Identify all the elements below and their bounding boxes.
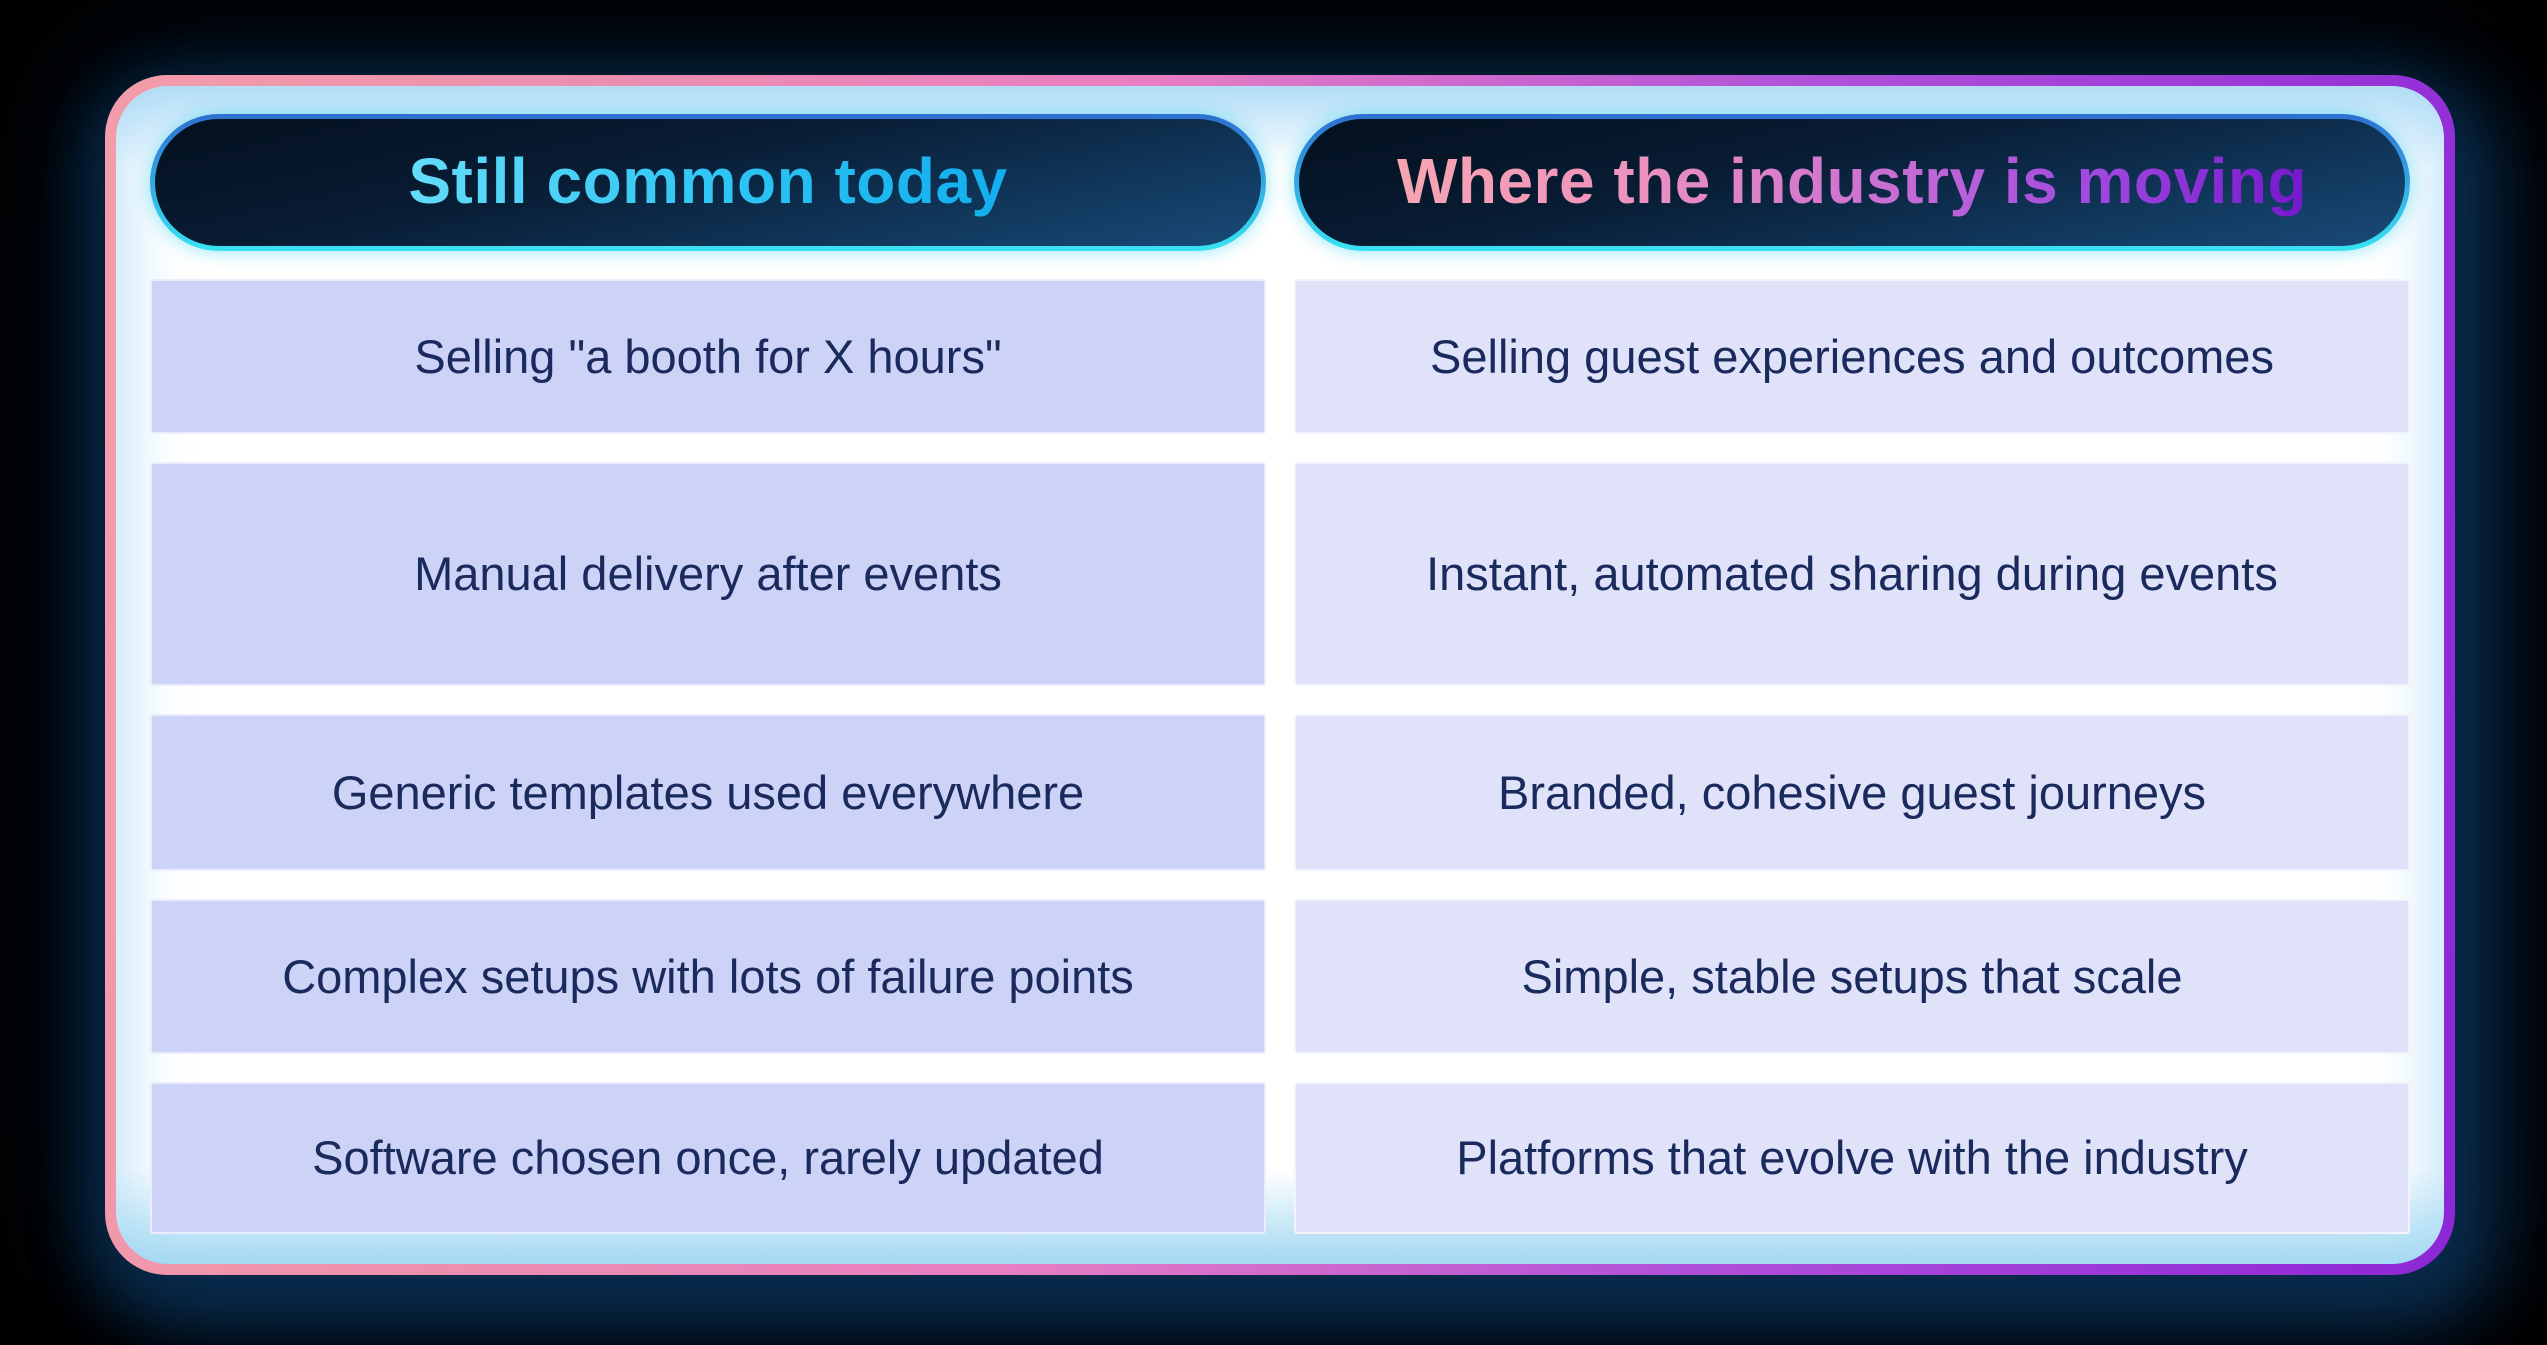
cell-row2-right-text: Instant, automated sharing during events xyxy=(1426,547,2278,601)
cell-row3-right: Branded, cohesive guest journeys xyxy=(1294,714,2410,871)
cell-row5-left-text: Software chosen once, rarely updated xyxy=(312,1131,1104,1185)
cell-row1-right-text: Selling guest experiences and outcomes xyxy=(1430,329,2274,383)
comparison-card-inner: Still common today Where the industry is… xyxy=(116,86,2444,1264)
comparison-table: Still common today Where the industry is… xyxy=(150,114,2410,1234)
header-pill-industry-moving-bg: Where the industry is moving xyxy=(1299,119,2405,246)
header-pill-industry-moving: Where the industry is moving xyxy=(1294,114,2410,251)
cell-row3-left: Generic templates used everywhere xyxy=(150,714,1266,871)
cell-row1-left: Selling "a booth for X hours" xyxy=(150,279,1266,434)
cell-row4-left: Complex setups with lots of failure poin… xyxy=(150,899,1266,1054)
comparison-card: Still common today Where the industry is… xyxy=(105,75,2455,1275)
cell-row1-left-text: Selling "a booth for X hours" xyxy=(414,329,1002,383)
cell-row4-left-text: Complex setups with lots of failure poin… xyxy=(282,949,1134,1003)
header-pill-still-common: Still common today xyxy=(150,114,1266,251)
column-header-right: Where the industry is moving xyxy=(1396,144,2308,217)
cell-row2-left: Manual delivery after events xyxy=(150,462,1266,686)
header-pill-still-common-bg: Still common today xyxy=(155,119,1261,246)
cell-row4-right-text: Simple, stable setups that scale xyxy=(1521,949,2183,1003)
cell-row1-right: Selling guest experiences and outcomes xyxy=(1294,279,2410,434)
column-header-left: Still common today xyxy=(408,144,1008,217)
cell-row5-right: Platforms that evolve with the industry xyxy=(1294,1082,2410,1234)
cell-row3-right-text: Branded, cohesive guest journeys xyxy=(1497,765,2207,819)
cell-row3-left-text: Generic templates used everywhere xyxy=(331,765,1085,819)
cell-row5-left: Software chosen once, rarely updated xyxy=(150,1082,1266,1234)
cell-row2-right: Instant, automated sharing during events xyxy=(1294,462,2410,686)
cell-row4-right: Simple, stable setups that scale xyxy=(1294,899,2410,1054)
cell-row5-right-text: Platforms that evolve with the industry xyxy=(1456,1131,2248,1185)
cell-row2-left-text: Manual delivery after events xyxy=(414,547,1002,601)
